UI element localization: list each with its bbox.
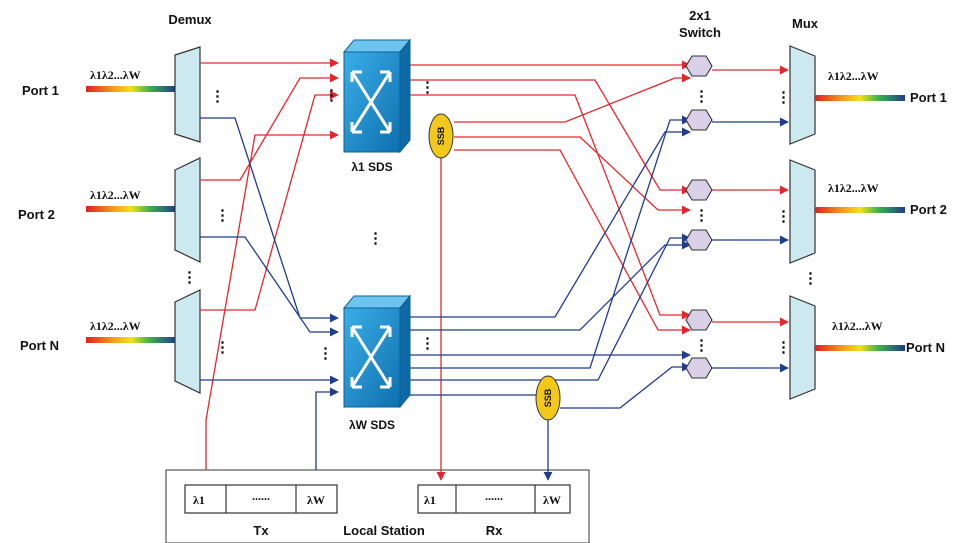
ssb-label: SSB xyxy=(436,126,446,145)
spectrum-bar xyxy=(86,206,176,212)
input-port-label: Port 1 xyxy=(22,83,59,98)
sds-lambda1: λ1 SDS xyxy=(342,38,412,174)
rx-cell-first: λ1 xyxy=(424,493,436,507)
ellipsis: ⋮ xyxy=(420,79,435,96)
tx-cell-middle: ...... xyxy=(252,489,270,503)
output-port-1: λ1λ2...λW Port 1 xyxy=(815,69,947,105)
output-port-n: λ1λ2...λW Port N xyxy=(815,319,945,355)
output-wavelengths: λ1λ2...λW xyxy=(828,181,879,195)
mux-2 xyxy=(789,159,816,264)
demux-2 xyxy=(174,157,201,263)
ellipsis-marks: ⋮ ⋮ ⋮ ⋮ ⋮ ⋮ ⋮ ⋮ ⋮ ⋮ ⋮ ⋮ ⋮ ⋮ ⋮ ⋮ xyxy=(182,79,818,362)
input-port-label: Port 2 xyxy=(18,207,55,222)
spectrum-bar xyxy=(86,86,176,92)
rx-label: Rx xyxy=(486,523,503,538)
input-port-n: Port N λ1λ2...λW xyxy=(20,319,176,353)
ellipsis: ⋮ xyxy=(210,88,225,105)
ellipsis: ⋮ xyxy=(694,207,709,224)
spectrum-bar xyxy=(86,337,176,343)
ssb-bottom: SSB xyxy=(535,375,561,421)
switch-header-line1: 2x1 xyxy=(689,8,711,23)
switch-node xyxy=(685,357,713,379)
ellipsis: ⋮ xyxy=(368,230,383,247)
ellipsis: ⋮ xyxy=(318,345,333,362)
ellipsis: ⋮ xyxy=(776,339,791,356)
switch-node xyxy=(685,55,713,77)
input-port-1: Port 1 λ1λ2...λW xyxy=(22,68,176,98)
tx-register: λ1 ...... λW xyxy=(184,484,338,514)
switch-node xyxy=(685,229,713,251)
ellipsis: ⋮ xyxy=(182,269,197,286)
switch-node xyxy=(685,179,713,201)
input-port-label: Port N xyxy=(20,338,59,353)
mux-header: Mux xyxy=(792,16,819,31)
ellipsis: ⋮ xyxy=(776,208,791,225)
ellipsis: ⋮ xyxy=(776,89,791,106)
spectrum-bar xyxy=(815,207,905,213)
demux-1 xyxy=(174,46,201,143)
red-links xyxy=(200,58,789,481)
sds-label: λW SDS xyxy=(349,418,395,432)
sds-label: λ1 SDS xyxy=(351,160,392,174)
input-wavelengths: λ1λ2...λW xyxy=(90,319,141,333)
input-wavelengths: λ1λ2...λW xyxy=(90,68,141,82)
ellipsis: ⋮ xyxy=(215,207,230,224)
rx-register: λ1 ...... λW xyxy=(417,484,571,514)
output-port-label: Port 1 xyxy=(910,90,947,105)
ssb-label: SSB xyxy=(543,388,553,407)
ssb-top: SSB xyxy=(428,113,454,159)
switch-node xyxy=(685,309,713,331)
local-station-title: Local Station xyxy=(343,523,425,538)
switch-array xyxy=(685,55,713,379)
ellipsis: ⋮ xyxy=(324,87,339,104)
ellipsis: ⋮ xyxy=(694,88,709,105)
blue-links xyxy=(200,115,789,481)
rx-cell-middle: ...... xyxy=(485,489,503,503)
input-port-2: Port 2 λ1λ2...λW xyxy=(18,188,176,222)
tx-cell-last: λW xyxy=(307,493,325,507)
ellipsis: ⋮ xyxy=(215,339,230,356)
output-port-2: λ1λ2...λW Port 2 xyxy=(815,181,947,217)
input-wavelengths: λ1λ2...λW xyxy=(90,188,141,202)
demux-header: Demux xyxy=(168,12,212,27)
ellipsis: ⋮ xyxy=(694,337,709,354)
output-wavelengths: λ1λ2...λW xyxy=(832,319,883,333)
output-port-label: Port 2 xyxy=(910,202,947,217)
ellipsis: ⋮ xyxy=(803,270,818,287)
tx-label: Tx xyxy=(253,523,269,538)
ellipsis: ⋮ xyxy=(420,335,435,352)
spectrum-bar xyxy=(815,95,905,101)
tx-cell-first: λ1 xyxy=(193,493,205,507)
sds-lambdaw: λW SDS xyxy=(342,294,412,432)
demux-n xyxy=(174,289,201,394)
output-port-label: Port N xyxy=(906,340,945,355)
rx-cell-last: λW xyxy=(543,493,561,507)
switch-header-line2: Switch xyxy=(679,25,721,40)
spectrum-bar xyxy=(815,345,905,351)
mux-n xyxy=(789,295,816,400)
switch-node xyxy=(685,109,713,131)
output-wavelengths: λ1λ2...λW xyxy=(828,69,879,83)
mux-1 xyxy=(789,45,816,145)
